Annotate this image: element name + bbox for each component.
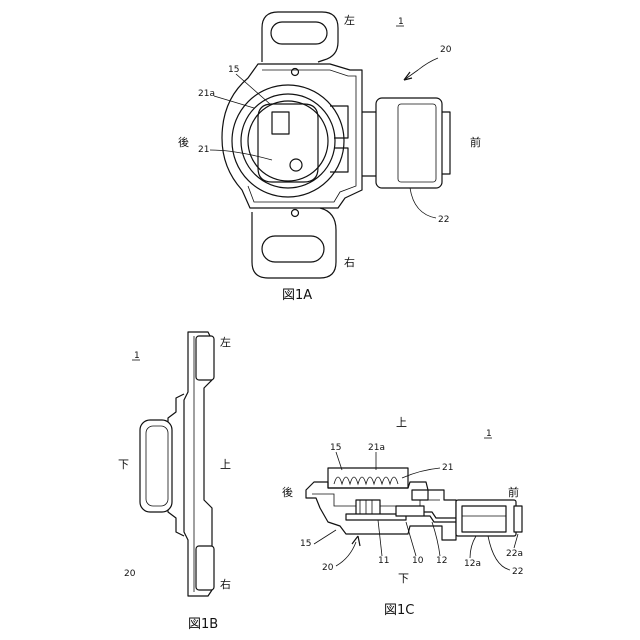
figure-1b (140, 332, 214, 596)
fig1a-ref-21a: 21a (198, 89, 215, 99)
fig1b-label-right: 右 (220, 577, 231, 591)
cover-top (328, 468, 408, 488)
fig1c-label-back: 後 (282, 485, 293, 499)
fig1a-leader-20 (404, 58, 438, 80)
lower-ear-block (196, 546, 214, 590)
upper-ear-block (196, 336, 214, 380)
fig1c-ref-22a: 22a (506, 549, 523, 559)
fig1c-ref-15-bottom: 15 (300, 539, 311, 549)
fig1c-ref-10: 10 (412, 556, 424, 566)
fig1c-leader-12 (432, 522, 440, 556)
lower-slot-hole (262, 236, 324, 262)
fig1c-caption: 図1C (384, 603, 414, 618)
rotor-mid-ring (241, 94, 335, 188)
fig1a-ref-22: 22 (438, 215, 449, 225)
housing-section (306, 482, 456, 540)
fig1a-ref-15: 15 (228, 65, 239, 75)
fig1a-leader-21 (210, 150, 272, 160)
rotor-tab-lower (330, 148, 348, 172)
fig1c-ref-15-top: 15 (330, 443, 341, 453)
connector-latch (442, 112, 450, 174)
fig1c-label-down: 下 (398, 572, 409, 585)
connector-neck (362, 112, 376, 176)
fig1a-ref-20: 20 (440, 45, 452, 55)
figure-1a (222, 12, 450, 278)
front-connector-latch (514, 506, 522, 532)
fig1b-label-left: 左 (220, 336, 231, 349)
fig1c-leader-11 (378, 520, 382, 556)
fig1a-arrow-20 (404, 72, 412, 80)
fig1c-leader-10 (406, 522, 416, 556)
side-tab (412, 490, 428, 500)
fig1c-ref-22: 22 (512, 567, 523, 577)
fig1a-label-right: 右 (344, 255, 355, 269)
fig1c-ref-1: 1 (486, 429, 492, 439)
terminal-base (396, 506, 424, 516)
fig1c-leader-15-top (336, 452, 342, 470)
fig1b-label-up: 上 (220, 458, 231, 471)
fig1b-ref-1: 1 (134, 351, 140, 361)
fig1c-leader-12a (470, 536, 476, 558)
bracket-hole-lower (292, 210, 299, 217)
fig1c-ref-11: 11 (378, 556, 389, 566)
fig1c-ref-12a: 12a (464, 559, 481, 569)
fig1c-leader-20 (336, 542, 356, 566)
fig1a-label-back: 後 (178, 135, 189, 149)
fig1c-label-front: 前 (508, 485, 519, 499)
shaft-pin-hole (290, 159, 302, 171)
rotor-inner-ring (248, 101, 328, 181)
lead-frame (424, 512, 460, 522)
figure-1c (306, 468, 522, 540)
fig1a-caption: 図1A (282, 288, 312, 303)
rotor-outer-ring (232, 85, 344, 197)
shaft-flat (258, 104, 318, 182)
fig1b-label-down: 下 (118, 458, 129, 471)
side-connector (140, 420, 172, 512)
fig1c-ref-12: 12 (436, 556, 447, 566)
shaft-key (272, 112, 289, 134)
fig1a-ref-1: 1 (398, 17, 404, 27)
connector-body (376, 98, 442, 188)
fig1a-label-left: 左 (344, 14, 355, 27)
fig1b-caption: 図1B (188, 617, 218, 632)
fig1a-leader-15 (236, 74, 270, 104)
fig1c-arrow-20 (352, 536, 360, 546)
fig1a-leader-22 (410, 188, 436, 218)
fig1c-ref-20: 20 (322, 563, 334, 573)
fig1c-ref-21a: 21a (368, 443, 385, 453)
lower-mounting-ear (252, 208, 336, 278)
fig1a-ref-21: 21 (198, 145, 209, 155)
bracket-hole-upper (292, 69, 299, 76)
upper-slot-hole (271, 22, 327, 44)
rotor-tab-upper (330, 106, 348, 138)
fig1b-ref-20: 20 (124, 569, 136, 579)
fig1c-label-up: 上 (396, 416, 407, 429)
front-connector-inner (462, 506, 506, 532)
fig1a-label-front: 前 (470, 135, 481, 149)
fig1c-ref-21: 21 (442, 463, 453, 473)
fig1c-leader-15-bottom (314, 530, 336, 544)
